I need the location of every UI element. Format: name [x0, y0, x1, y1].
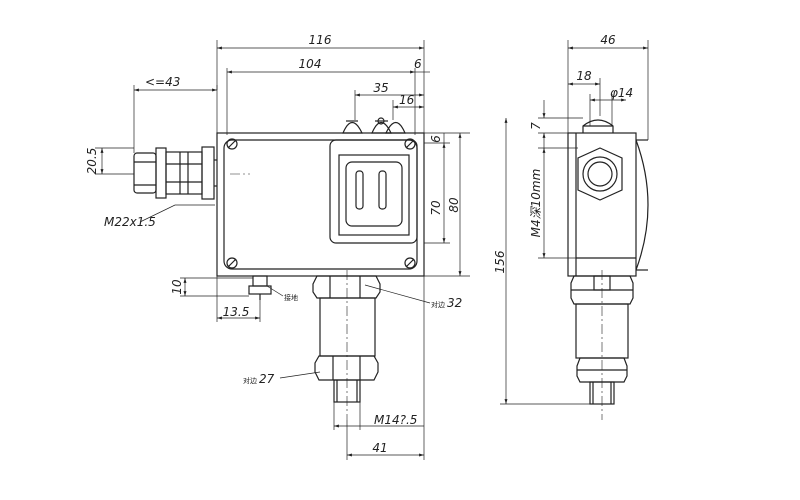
- ground-label: 接地: [284, 293, 298, 302]
- side-hex-gland: [577, 147, 623, 201]
- socket-slot-left: [355, 170, 364, 210]
- dim-80: 80: [447, 197, 461, 213]
- dim-20-5: 20.5: [85, 148, 99, 175]
- dim-18: 18: [576, 69, 592, 83]
- dim-13-5: 13.5: [223, 305, 250, 319]
- cable-gland: [133, 146, 217, 200]
- dim-16: 16: [399, 93, 415, 107]
- dim-7: 7: [529, 122, 543, 130]
- dim-phi-14: φ14: [610, 86, 633, 100]
- across-flats-32-value: 32: [447, 296, 462, 310]
- side-view: [567, 119, 649, 420]
- dim-le-43: <=43: [145, 75, 180, 89]
- dim-10: 10: [170, 279, 184, 295]
- front-dimension-text: 116 104 6 35 16 <=43 20.5 6 70 80 10 13.…: [85, 33, 461, 455]
- side-dimension-lines: [500, 40, 649, 405]
- dim-70: 70: [429, 200, 443, 216]
- across-flats-27-value: 27: [259, 372, 275, 386]
- ground-lug: [248, 275, 272, 300]
- dim-6-top: 6: [414, 57, 422, 71]
- pressure-fitting: [312, 275, 381, 403]
- front-labels: M22x1.5 M14?.5 接地 对边 32 对边 27: [104, 215, 462, 427]
- socket-slot-right: [378, 170, 387, 210]
- top-screws: [342, 117, 406, 134]
- cable-thread-label: M22x1.5: [104, 215, 156, 229]
- dim-41: 41: [372, 441, 387, 455]
- dim-156: 156: [493, 250, 507, 273]
- across-flats-32-prefix: 对边: [431, 300, 445, 309]
- socket-face: [345, 161, 403, 227]
- center-lines: [230, 173, 348, 420]
- fitting-thread-label: M14?.5: [374, 413, 417, 427]
- dim-35: 35: [373, 81, 388, 95]
- dim-104: 104: [299, 57, 322, 71]
- dim-6-right: 6: [429, 135, 443, 143]
- front-dimension-lines: [95, 40, 470, 460]
- housing-inner: [223, 139, 418, 270]
- side-fitting-hex: [570, 275, 634, 305]
- dim-116: 116: [309, 33, 332, 47]
- side-cover-arc: [635, 139, 649, 271]
- across-flats-27-prefix: 对边: [243, 376, 257, 385]
- corner-screws: [226, 138, 416, 269]
- side-fitting-nut: [576, 357, 628, 383]
- dim-46: 46: [600, 33, 616, 47]
- front-view: [133, 117, 425, 420]
- socket-frame: [338, 154, 410, 236]
- side-thread-label: M4深10mm: [529, 169, 543, 238]
- side-housing: [567, 132, 637, 277]
- side-dimension-text: 46 18 φ14 7 156 M4深10mm: [493, 33, 633, 273]
- display-window: [329, 139, 418, 244]
